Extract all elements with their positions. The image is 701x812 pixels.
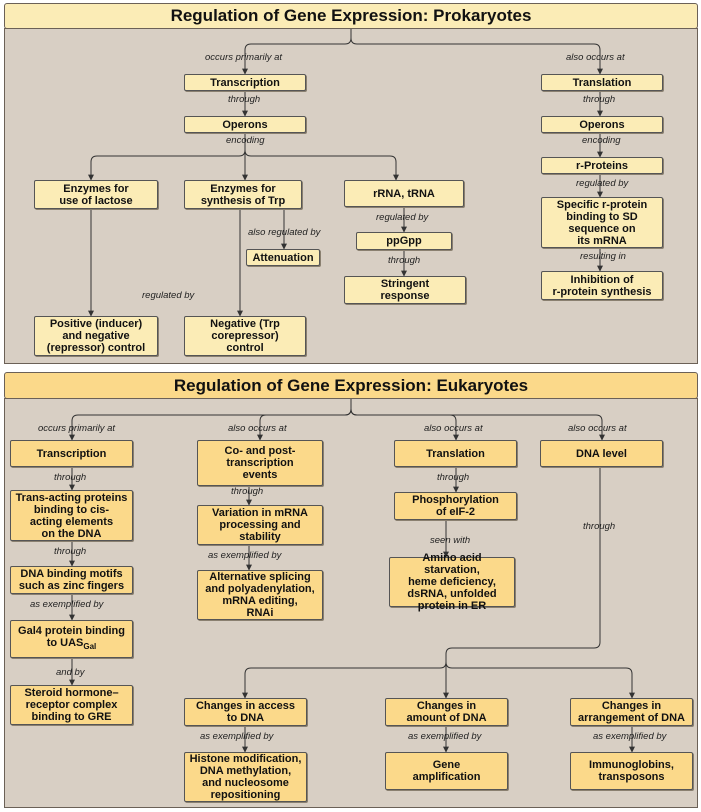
euk-label-through-co: through [231,486,264,497]
euk-transcription-node: Transcription [10,440,133,467]
euk-label-through-2: through [54,546,87,557]
pro-label-regulated-by-ppgpp: regulated by [376,212,429,223]
euk-immunoglobins-node: Immunoglobins, transposons [570,752,693,790]
pro-label-encoding-right: encoding [582,135,621,146]
pro-inhibition-node: Inhibition of r-protein synthesis [541,271,663,300]
euk-histone-node: Histone modification, DNA methylation, a… [184,752,307,802]
euk-dna-level-node: DNA level [540,440,663,467]
pro-label-regulated-by-right: regulated by [576,178,629,189]
pro-positive-negative-node: Positive (inducer) and negative (repress… [34,316,158,356]
pro-stringent-node: Stringent response [344,276,466,304]
euk-label-and-by: and by [56,667,85,678]
euk-label-also-occurs-2: also occurs at [424,423,483,434]
eukaryotes-title: Regulation of Gene Expression: Eukaryote… [4,372,698,399]
pro-label-also-occurs: also occurs at [566,52,625,63]
euk-gal4-sub: Gal [83,642,97,652]
pro-label-through-1: through [228,94,261,105]
pro-label-regulated-by-left: regulated by [142,290,195,301]
euk-label-also-occurs-1: also occurs at [228,423,287,434]
euk-gal4-node: Gal4 protein binding to UASGal [10,620,133,658]
euk-changes-access-node: Changes in access to DNA [184,698,307,726]
pro-label-through-right: through [583,94,616,105]
euk-steroid-node: Steroid hormone– receptor complex bindin… [10,685,133,725]
euk-translation-node: Translation [394,440,517,467]
euk-gal4-main: Gal4 protein binding to UAS [18,624,125,649]
euk-phosphorylation-node: Phosphorylation of eIF-2 [394,492,517,520]
pro-operons-node: Operons [184,116,306,133]
euk-label-as-exemplified-4: as exemplified by [408,731,482,742]
euk-label-through-dna: through [583,521,616,532]
pro-transcription-node: Transcription [184,74,306,91]
pro-label-encoding-1: encoding [226,135,265,146]
pro-rrna-trna-node: rRNA, tRNA [344,180,464,207]
prokaryotes-title: Regulation of Gene Expression: Prokaryot… [4,3,698,29]
pro-negative-trp-node: Negative (Trp corepressor) control [184,316,306,356]
euk-amino-acid-node: Amino acid starvation, heme deficiency, … [389,552,515,612]
pro-label-occurs-primarily: occurs primarily at [205,52,283,63]
euk-changes-arrangement-node: Changes in arrangement of DNA [570,698,693,726]
pro-label-resulting-in: resulting in [580,251,626,262]
euk-gene-amplification-node: Gene amplification [385,752,508,790]
euk-label-as-exemplified-3: as exemplified by [200,731,274,742]
euk-label-as-exemplified-2: as exemplified by [208,550,282,561]
euk-trans-acting-node: Trans-acting proteins binding to cis- ac… [10,490,133,541]
euk-label-occurs-primarily: occurs primarily at [38,423,116,434]
pro-r-proteins-node: r-Proteins [541,157,663,174]
euk-label-through-1: through [54,472,87,483]
euk-variation-mrna-node: Variation in mRNA processing and stabili… [197,505,323,545]
pro-label-also-regulated: also regulated by [248,227,321,238]
euk-label-seen-with: seen with [430,535,471,546]
euk-dna-binding-node: DNA binding motifs such as zinc fingers [10,566,133,594]
euk-label-through-tl: through [437,472,470,483]
pro-enzymes-trp-node: Enzymes for synthesis of Trp [184,180,302,209]
euk-label-also-occurs-3: also occurs at [568,423,627,434]
pro-specific-r-protein-node: Specific r-protein binding to SD sequenc… [541,197,663,248]
euk-label-as-exemplified-1: as exemplified by [30,599,104,610]
pro-attenuation-node: Attenuation [246,249,320,266]
euk-label-as-exemplified-5: as exemplified by [593,731,667,742]
pro-ppgpp-node: ppGpp [356,232,452,250]
euk-gal4-text: Gal4 protein binding to UASGal [18,625,125,653]
euk-changes-amount-node: Changes in amount of DNA [385,698,508,726]
pro-translation-node: Translation [541,74,663,91]
pro-label-through-ppgpp: through [388,255,421,266]
euk-alt-splicing-node: Alternative splicing and polyadenylation… [197,570,323,620]
pro-enzymes-lactose-node: Enzymes for use of lactose [34,180,158,209]
pro-operons-right-node: Operons [541,116,663,133]
euk-co-post-node: Co- and post- transcription events [197,440,323,486]
